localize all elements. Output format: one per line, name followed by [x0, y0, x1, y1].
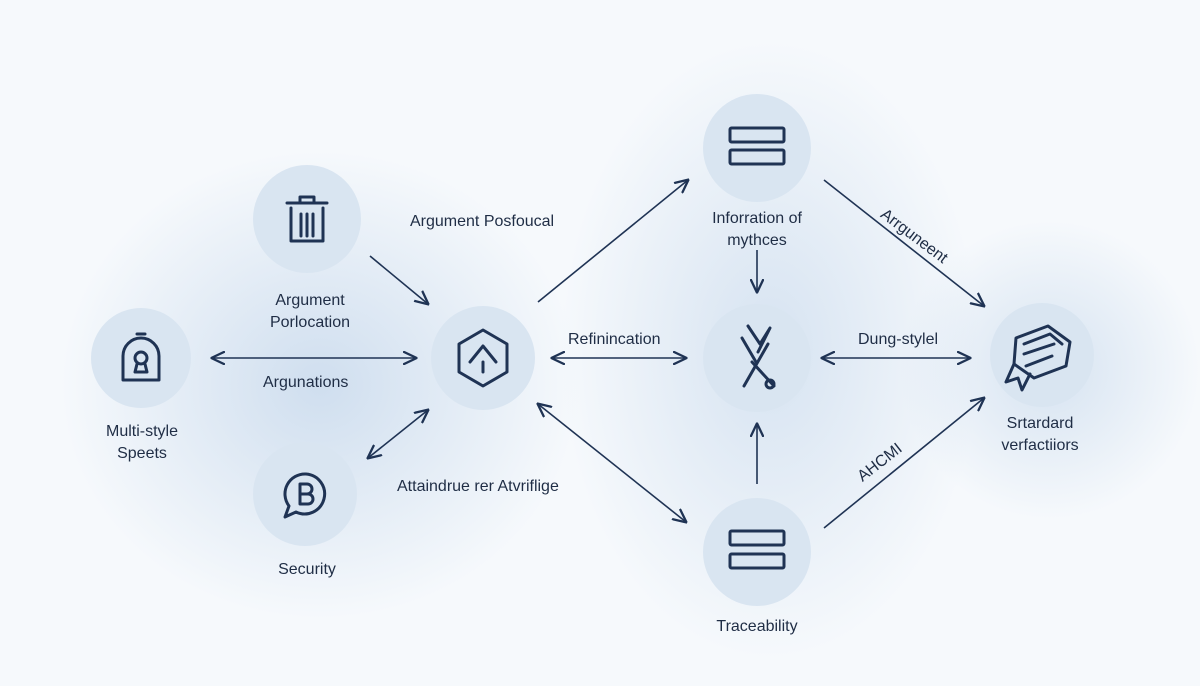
node-label-right: Srtardard verfactiiors [1001, 415, 1079, 454]
node-trash[interactable] [253, 165, 361, 273]
edge-label-dung-stylel: Dung-stylel [858, 331, 939, 348]
server-rack-icon [728, 529, 786, 570]
edge-label-argument-porlocation: Argument Porlocation [269, 292, 351, 331]
edge-label-refinincation: Refinincation [568, 331, 661, 348]
node-center[interactable] [703, 304, 811, 412]
edge-topmid-to-right [823, 179, 984, 306]
ribbon-doc-icon [1004, 324, 1072, 392]
node-label-bottom-mid: Traceability [716, 618, 798, 635]
trash-icon [285, 195, 329, 243]
node-chat[interactable] [253, 442, 357, 546]
edge-hub-to-topmid [537, 180, 688, 303]
edge-bottommid-to-right [823, 398, 984, 529]
server-rack-icon [728, 126, 786, 166]
edge-label-argument-posfoucal: Argument Posfoucal [410, 213, 555, 230]
node-bottom-mid[interactable] [703, 498, 811, 606]
keyhole-lock-icon [121, 332, 161, 382]
node-hub[interactable] [431, 306, 535, 410]
edge-label-attaindrue: Attaindrue rer Atvriflige [397, 478, 559, 495]
node-label-lock: Multi-style Speets [105, 423, 178, 462]
edge-hub-bottommid [538, 404, 686, 522]
tools-icon [740, 324, 776, 390]
edge-chat-hub [368, 410, 428, 458]
node-lock[interactable] [91, 308, 191, 408]
node-label-top-mid: Inforration of mythces [712, 210, 802, 249]
node-right[interactable] [990, 303, 1094, 407]
chat-b-icon [283, 472, 327, 519]
node-top-mid[interactable] [703, 94, 811, 202]
edge-label-argunations: Argunations [263, 374, 349, 391]
node-label-chat: Security [278, 561, 336, 578]
edge-trash-to-hub [369, 255, 428, 304]
hexagon-chevron-icon [457, 328, 509, 388]
